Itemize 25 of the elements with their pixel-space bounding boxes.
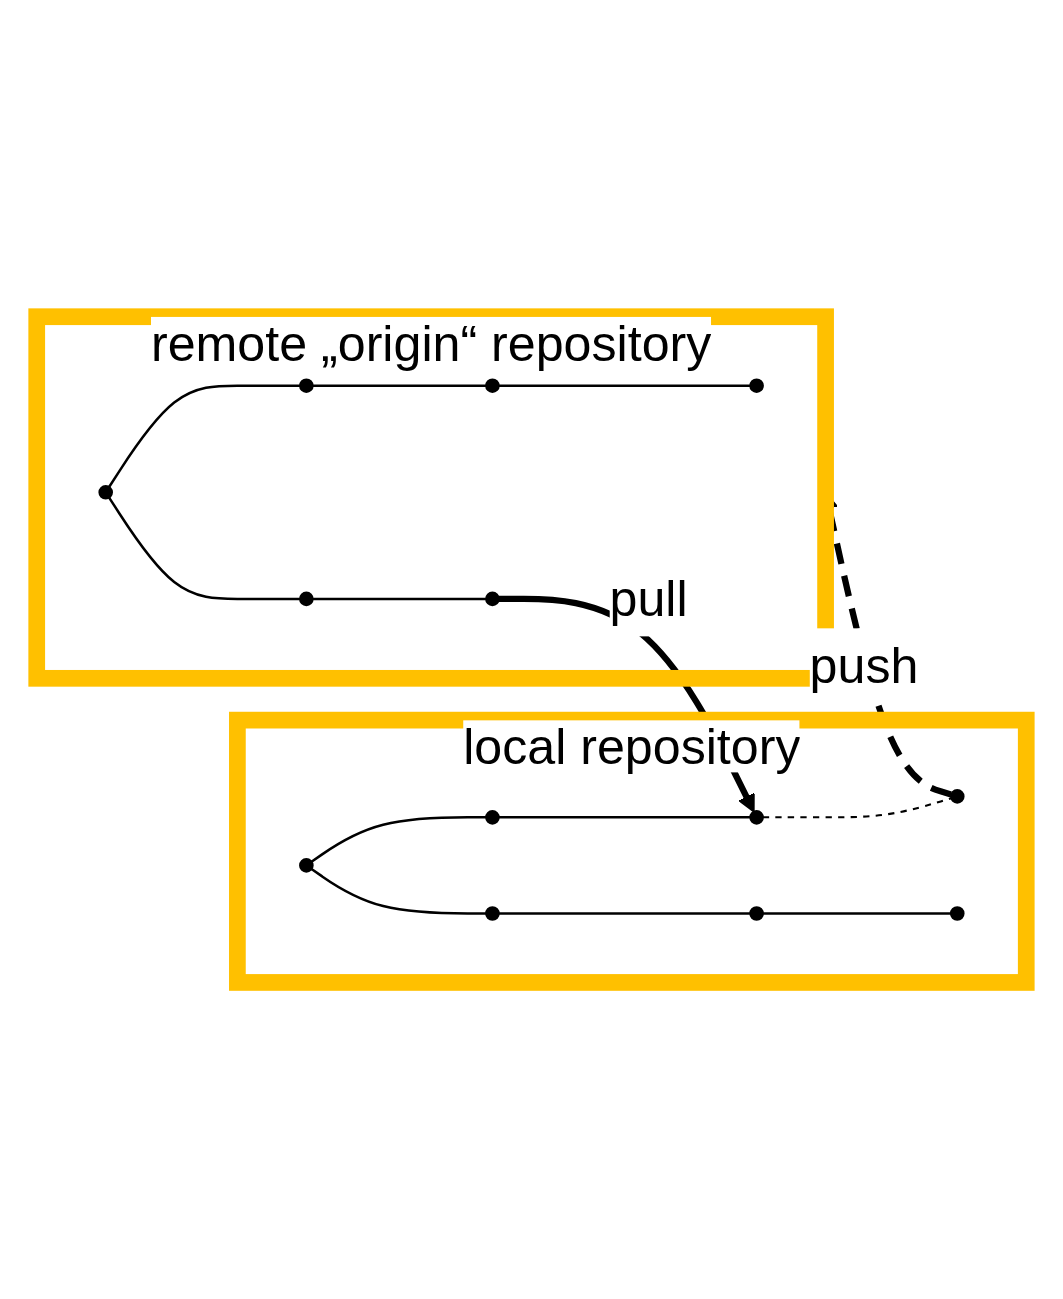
connector — [498, 815, 751, 819]
cluster — [229, 711, 1035, 991]
node-circle — [485, 906, 500, 921]
node-circle — [299, 378, 314, 393]
connector — [312, 384, 487, 387]
node-circle — [299, 858, 314, 873]
connector — [498, 912, 751, 915]
node-circle — [949, 906, 965, 921]
connector — [498, 384, 751, 387]
node-circle — [485, 591, 500, 607]
connector — [312, 597, 487, 601]
connector — [108, 496, 301, 601]
node-circle — [485, 378, 500, 393]
node-circle — [949, 789, 965, 804]
node-circle — [98, 484, 114, 500]
connector — [108, 384, 301, 488]
connector — [762, 797, 952, 819]
connector — [310, 815, 487, 863]
node-circle — [299, 591, 314, 607]
node-circle — [749, 906, 764, 921]
connector — [762, 912, 951, 915]
node-circle — [485, 809, 500, 825]
connector — [310, 867, 487, 915]
node-circle — [749, 378, 764, 393]
node-circle — [749, 809, 764, 825]
